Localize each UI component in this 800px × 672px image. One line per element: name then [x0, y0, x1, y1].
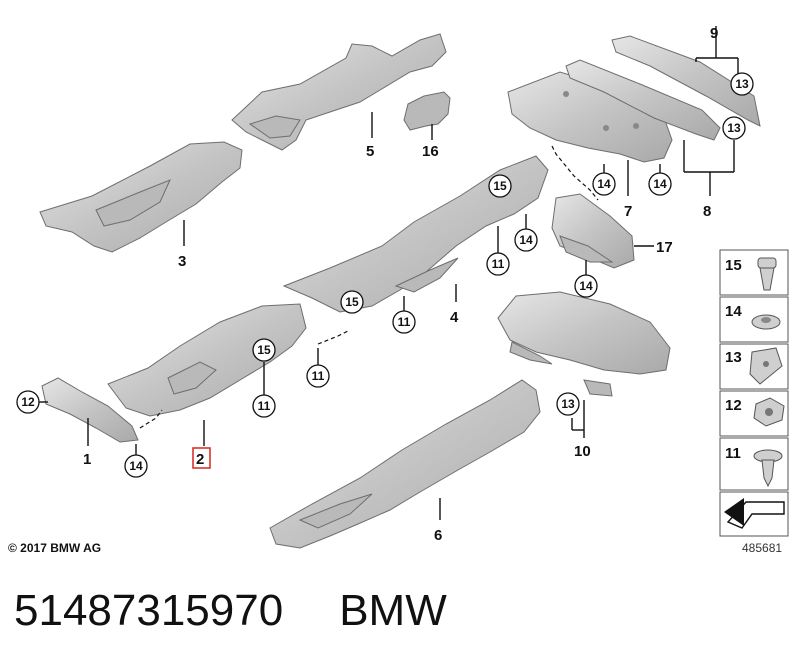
callout-4: 4: [450, 309, 459, 326]
part-number: 51487315970: [14, 586, 284, 635]
highlight-box-part-2: [192, 447, 211, 469]
callout-8: 8: [703, 203, 711, 220]
legend-label-13: 13: [725, 349, 742, 366]
bracket-part-16: 16: [403, 91, 451, 160]
legend-label-12: 12: [725, 397, 742, 414]
circle-callout-15-a: 15: [488, 174, 512, 198]
footer: 51487315970 BMW: [14, 586, 447, 636]
hex-nut-icon: [753, 397, 785, 427]
legend-label-14: 14: [725, 303, 742, 320]
callout-1: 1: [83, 451, 91, 468]
circle-callout-14-e: 14: [124, 444, 148, 478]
circle-callout-11-a: 11: [486, 226, 510, 276]
callout-10: 10: [574, 443, 591, 460]
circle-callout-14-d: 14: [574, 260, 598, 298]
svg-text:14: 14: [519, 233, 533, 247]
heat-shield-part-8: [565, 59, 721, 141]
callout-2: 2: [196, 451, 204, 468]
callout-9: 9: [710, 25, 718, 42]
callout-17: 17: [656, 239, 673, 256]
hardware-legend: 15 14 13 12 11: [719, 249, 789, 537]
svg-text:13: 13: [735, 77, 749, 91]
svg-text:12: 12: [21, 395, 35, 409]
heat-shield-part-17: 17: [551, 193, 673, 269]
circle-callout-15-c: 15: [252, 338, 276, 362]
brand-name: BMW: [339, 586, 447, 635]
direction-arrow-icon: [724, 498, 785, 529]
screw-icon: [753, 449, 783, 488]
heat-shield-part-4: 4: [282, 155, 549, 326]
circle-callout-14-c: 14: [514, 214, 538, 252]
copyright-notice: © 2017 BMW AG: [8, 541, 102, 555]
callout-6: 6: [434, 527, 442, 544]
svg-text:11: 11: [492, 257, 505, 271]
heat-shield-part-2: 2: [107, 303, 307, 469]
legend-label-15: 15: [725, 257, 742, 274]
callout-16: 16: [422, 143, 439, 160]
nut-clip-icon: [757, 257, 777, 291]
circle-callout-11-d: 11: [252, 362, 276, 418]
circle-callout-13-a: 13: [730, 72, 754, 96]
svg-text:14: 14: [653, 177, 667, 191]
circle-callout-11-c: 11: [306, 348, 330, 388]
svg-text:14: 14: [579, 279, 593, 293]
circle-callout-11-b: 11: [392, 296, 416, 334]
bracket-part-1: 1: [41, 377, 139, 468]
circle-callout-13-c: 13: [556, 392, 580, 416]
circle-callout-13-b: 13: [722, 116, 746, 140]
callout-7: 7: [624, 203, 632, 220]
heat-shield-part-3: 3: [39, 141, 243, 270]
flange-nut-icon: [751, 314, 781, 330]
svg-text:13: 13: [561, 397, 575, 411]
legend-label-11: 11: [725, 445, 741, 462]
heat-shield-part-6: 6: [269, 379, 541, 549]
circle-callout-14-a: 14: [592, 164, 616, 196]
svg-text:14: 14: [129, 459, 143, 473]
svg-text:11: 11: [258, 399, 271, 413]
svg-text:11: 11: [398, 315, 411, 329]
heat-shield-part-9: [611, 35, 761, 127]
diagram-reference-number: 485681: [742, 541, 783, 555]
spring-nut-icon: [749, 347, 783, 385]
heat-shield-part-10: 10: [497, 291, 671, 460]
heat-shield-part-5: 5: [231, 33, 447, 160]
callout-5: 5: [366, 143, 374, 160]
circle-callout-12: 12: [16, 390, 48, 414]
svg-text:11: 11: [312, 369, 325, 383]
svg-text:15: 15: [493, 179, 507, 193]
callout-3: 3: [178, 253, 186, 270]
svg-text:13: 13: [727, 121, 741, 135]
circle-callout-15-b: 15: [340, 290, 364, 314]
svg-text:15: 15: [257, 343, 271, 357]
svg-text:15: 15: [345, 295, 359, 309]
circle-callout-14-b: 14: [648, 164, 672, 196]
svg-text:14: 14: [597, 177, 611, 191]
